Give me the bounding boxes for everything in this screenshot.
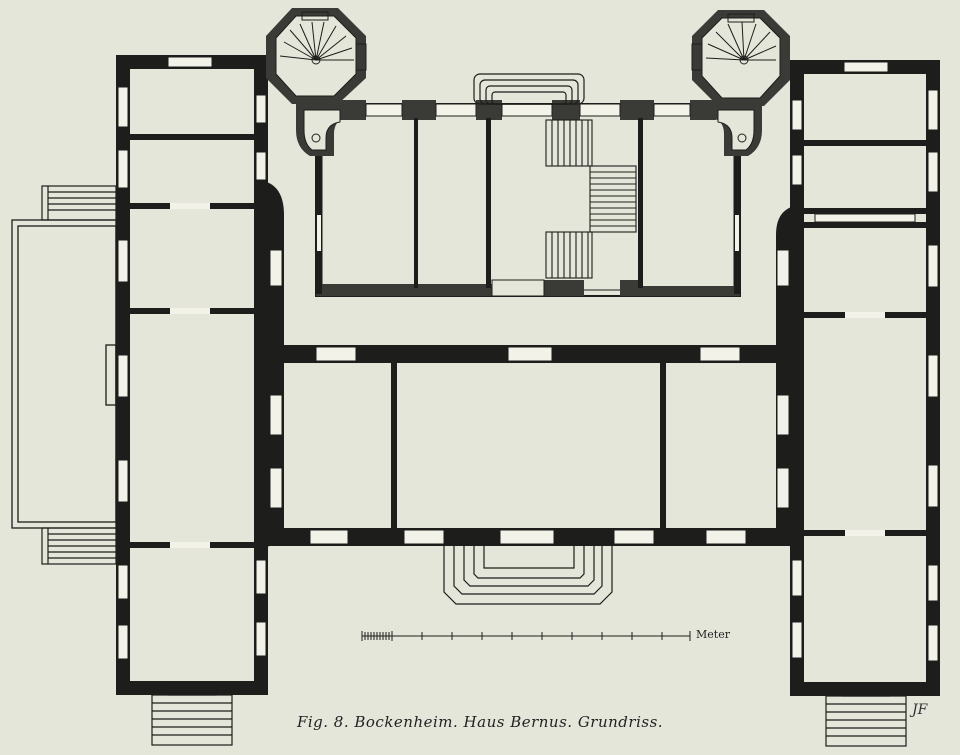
artist-monogram: JF	[912, 702, 928, 718]
right-wing	[790, 60, 940, 696]
left-wing	[116, 55, 268, 695]
left-terrace-steps-top	[41, 185, 117, 221]
left-terrace-steps-bottom	[41, 527, 117, 565]
main-staircase	[545, 119, 637, 279]
rear-corner-turret-left	[296, 102, 350, 156]
scale-unit-label: Meter	[696, 628, 730, 641]
front-garden-steps	[443, 546, 613, 605]
rear-corner-turret-right	[708, 102, 762, 156]
stair-tower-right	[691, 10, 790, 106]
figure-caption: Fig. 8. Bockenheim. Haus Bernus. Grundri…	[296, 713, 664, 731]
stair-tower-left	[266, 8, 367, 104]
rear-entrance-porch	[473, 73, 585, 105]
right-entrance-steps	[825, 682, 907, 747]
central-block	[254, 180, 804, 548]
left-entrance-steps	[151, 681, 233, 746]
rear-wing	[315, 100, 741, 297]
scale-bar	[361, 631, 691, 641]
left-terrace	[11, 219, 117, 529]
